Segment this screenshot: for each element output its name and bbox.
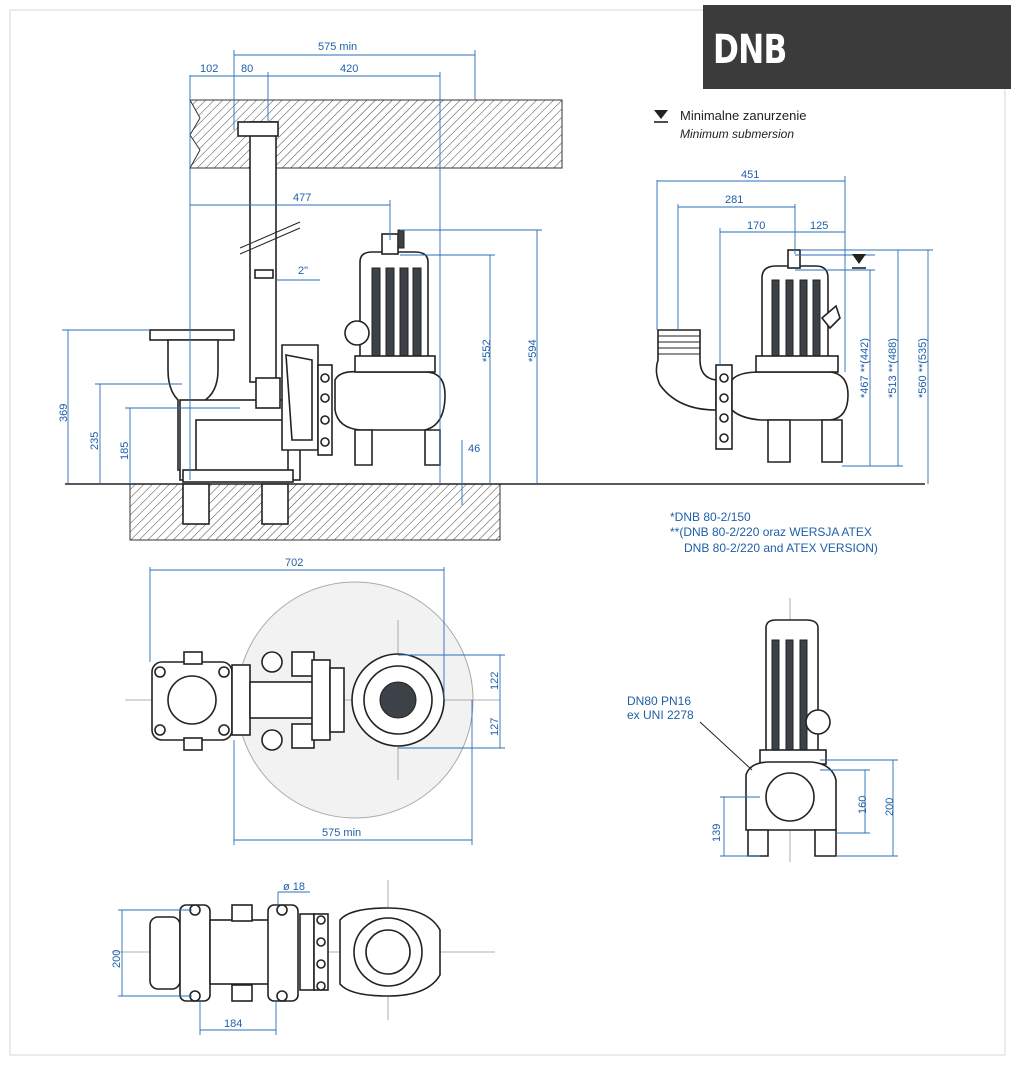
- dim-200: 200: [884, 798, 896, 816]
- dim-127: 127: [489, 718, 501, 736]
- guide-pipe: [249, 121, 277, 383]
- dim-575-min-top: 575 min: [322, 827, 361, 839]
- dim-diameter-18: ø 18: [283, 881, 305, 893]
- dim-170: 170: [747, 220, 765, 232]
- legend-text-polish: Minimalne zanurzenie: [680, 108, 807, 123]
- discharge-flange: [149, 329, 235, 341]
- small-front-view: 139 160 200: [699, 598, 898, 862]
- sheet-border: [9, 9, 1006, 1056]
- dim-575-min: 575 min: [318, 41, 357, 53]
- dim-281: 281: [725, 194, 743, 206]
- legend-text-english: Minimum submersion: [680, 127, 795, 141]
- note-model-220-pl: **(DNB 80-2/220 oraz WERSJA ATEX: [670, 525, 872, 539]
- front-volute: [731, 371, 849, 421]
- dim-160: 160: [857, 796, 869, 814]
- dim-420: 420: [340, 63, 358, 75]
- front-view: 451 281 170 125 *467 **(442) *513 **(488…: [655, 169, 933, 484]
- dim-125: 125: [810, 220, 828, 232]
- dim-513: *513 **(488): [887, 338, 899, 398]
- anchor-hole: [276, 904, 288, 916]
- dim-560: *560 **(535): [917, 338, 929, 398]
- dim-139: 139: [711, 824, 723, 842]
- base-frame: [209, 919, 275, 985]
- dim-467: *467 **(442): [859, 338, 871, 398]
- pump-flange: [317, 364, 333, 456]
- note-model-220-en: DNB 80-2/220 and ATEX VERSION): [684, 541, 878, 555]
- dim-200-base: 200: [111, 950, 123, 968]
- note-model-150: *DNB 80-2/150: [670, 510, 751, 524]
- dim-184: 184: [224, 1018, 242, 1030]
- dim-369: 369: [58, 404, 70, 422]
- base-plan-view: ø 18 200 184: [111, 880, 495, 1035]
- model-title: DNB: [713, 27, 787, 73]
- ceiling-slab: [189, 99, 563, 169]
- dim-552: *552: [481, 339, 493, 362]
- submersion-level-icon: [654, 110, 668, 123]
- dim-185: 185: [119, 442, 131, 460]
- dim-235: 235: [89, 432, 101, 450]
- flange-spec-line2: ex UNI 2278: [627, 708, 694, 722]
- dim-594: *594: [527, 339, 539, 362]
- dim-80: 80: [241, 63, 253, 75]
- dim-477: 477: [293, 192, 311, 204]
- side-view: 575 min 102 80 420 477 2" *552 *594 369 …: [58, 41, 925, 541]
- coupling-claw: [255, 377, 281, 409]
- dim-702: 702: [285, 557, 303, 569]
- dim-122: 122: [489, 672, 501, 690]
- model-badge: DNB: [703, 5, 1011, 89]
- top-base-frame: [249, 681, 321, 719]
- flange-spec-line1: DN80 PN16: [627, 694, 692, 708]
- front-discharge-ribs: [658, 335, 700, 355]
- front-discharge-bend: [655, 329, 717, 411]
- dim-451: 451: [741, 169, 759, 181]
- dim-46: 46: [468, 443, 480, 455]
- base-discharge-flange: [149, 916, 181, 990]
- dim-2-inch: 2": [298, 265, 308, 277]
- top-view: 702 122 127 575 min: [125, 557, 505, 845]
- upper-bracket: [237, 121, 279, 137]
- pump-volute: [334, 370, 446, 431]
- submersion-marker: [852, 254, 866, 264]
- dim-102: 102: [200, 63, 218, 75]
